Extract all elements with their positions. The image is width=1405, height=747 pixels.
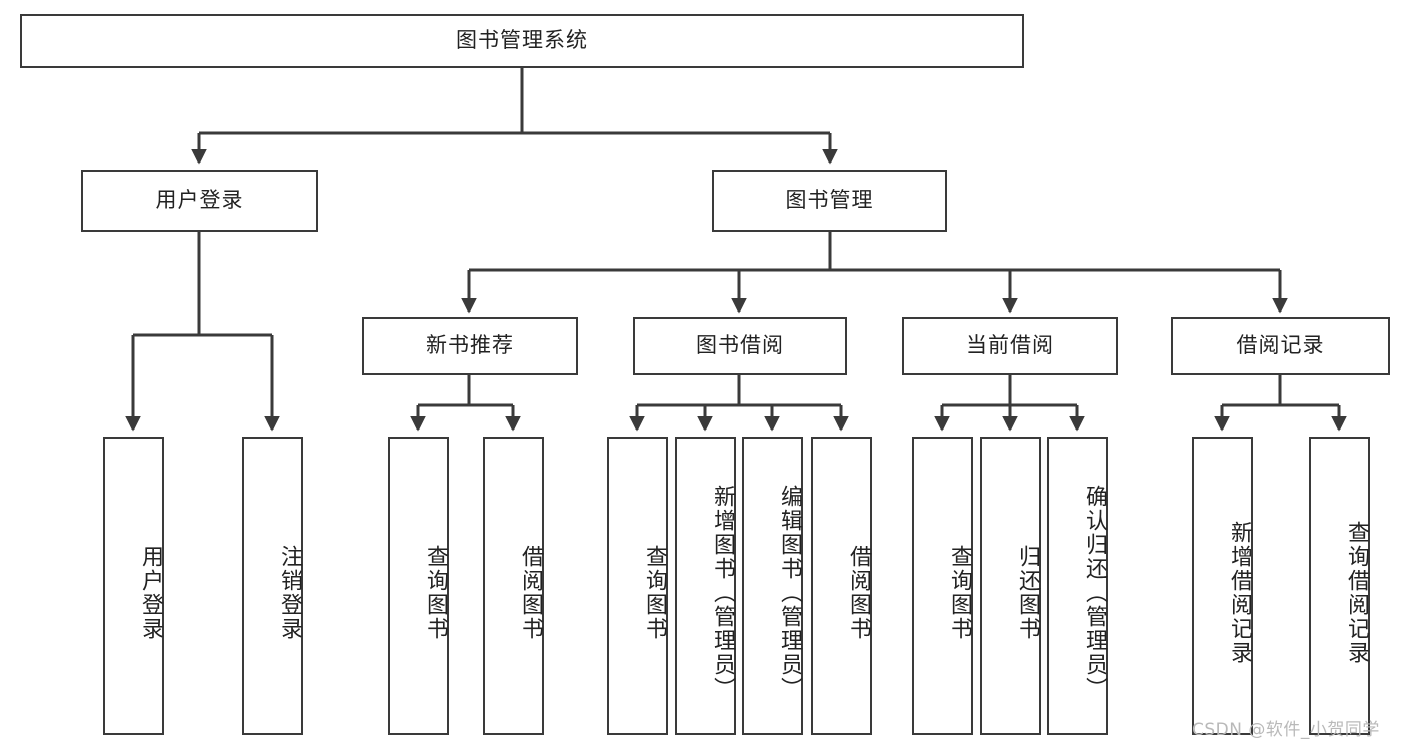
node-leaf-add-book-label: 新增图书（管理员） xyxy=(710,485,735,701)
node-leaf-query-record[interactable]: 查询借阅记录 xyxy=(1309,437,1370,735)
node-book-borrow[interactable]: 图书借阅 xyxy=(633,317,847,375)
node-leaf-edit-book-label: 编辑图书（管理员） xyxy=(777,485,802,701)
node-leaf-query-book-2[interactable]: 查询图书 xyxy=(607,437,668,735)
node-user-login-label: 用户登录 xyxy=(155,188,244,213)
node-leaf-logout[interactable]: 注销登录 xyxy=(242,437,303,735)
node-root-label: 图书管理系统 xyxy=(456,28,588,53)
node-leaf-borrow-book-2[interactable]: 借阅图书 xyxy=(811,437,872,735)
node-leaf-add-book[interactable]: 新增图书（管理员） xyxy=(675,437,736,735)
node-leaf-logout-label: 注销登录 xyxy=(277,545,302,641)
node-leaf-borrow-book-2-label: 借阅图书 xyxy=(846,545,871,641)
node-new-book-rec-label: 新书推荐 xyxy=(426,333,514,358)
node-leaf-edit-book[interactable]: 编辑图书（管理员） xyxy=(742,437,803,735)
node-new-book-rec[interactable]: 新书推荐 xyxy=(362,317,578,375)
node-current-borrow[interactable]: 当前借阅 xyxy=(902,317,1118,375)
node-leaf-user-login-label: 用户登录 xyxy=(138,545,163,641)
node-leaf-add-record[interactable]: 新增借阅记录 xyxy=(1192,437,1253,735)
node-leaf-borrow-book-1-label: 借阅图书 xyxy=(518,545,543,641)
node-book-manage-label: 图书管理 xyxy=(785,188,874,213)
node-book-borrow-label: 图书借阅 xyxy=(696,333,784,358)
node-leaf-confirm-return-label: 确认归还（管理员） xyxy=(1082,485,1107,701)
node-borrow-record[interactable]: 借阅记录 xyxy=(1171,317,1390,375)
node-leaf-return-book-label: 归还图书 xyxy=(1015,545,1040,641)
node-leaf-add-record-label: 新增借阅记录 xyxy=(1227,521,1252,665)
csdn-watermark: CSDN @软件_小贺同学 xyxy=(1192,720,1380,740)
node-leaf-confirm-return[interactable]: 确认归还（管理员） xyxy=(1047,437,1108,735)
node-leaf-return-book[interactable]: 归还图书 xyxy=(980,437,1041,735)
node-leaf-query-book-2-label: 查询图书 xyxy=(642,545,667,641)
node-root[interactable]: 图书管理系统 xyxy=(20,14,1024,68)
node-leaf-user-login[interactable]: 用户登录 xyxy=(103,437,164,735)
node-leaf-query-book-3[interactable]: 查询图书 xyxy=(912,437,973,735)
node-leaf-query-book-1-label: 查询图书 xyxy=(423,545,448,641)
node-leaf-query-record-label: 查询借阅记录 xyxy=(1344,521,1369,665)
node-leaf-borrow-book-1[interactable]: 借阅图书 xyxy=(483,437,544,735)
node-leaf-query-book-3-label: 查询图书 xyxy=(947,545,972,641)
node-user-login[interactable]: 用户登录 xyxy=(81,170,318,232)
node-leaf-query-book-1[interactable]: 查询图书 xyxy=(388,437,449,735)
node-book-manage[interactable]: 图书管理 xyxy=(712,170,947,232)
node-borrow-record-label: 借阅记录 xyxy=(1236,333,1325,358)
node-current-borrow-label: 当前借阅 xyxy=(966,333,1054,358)
